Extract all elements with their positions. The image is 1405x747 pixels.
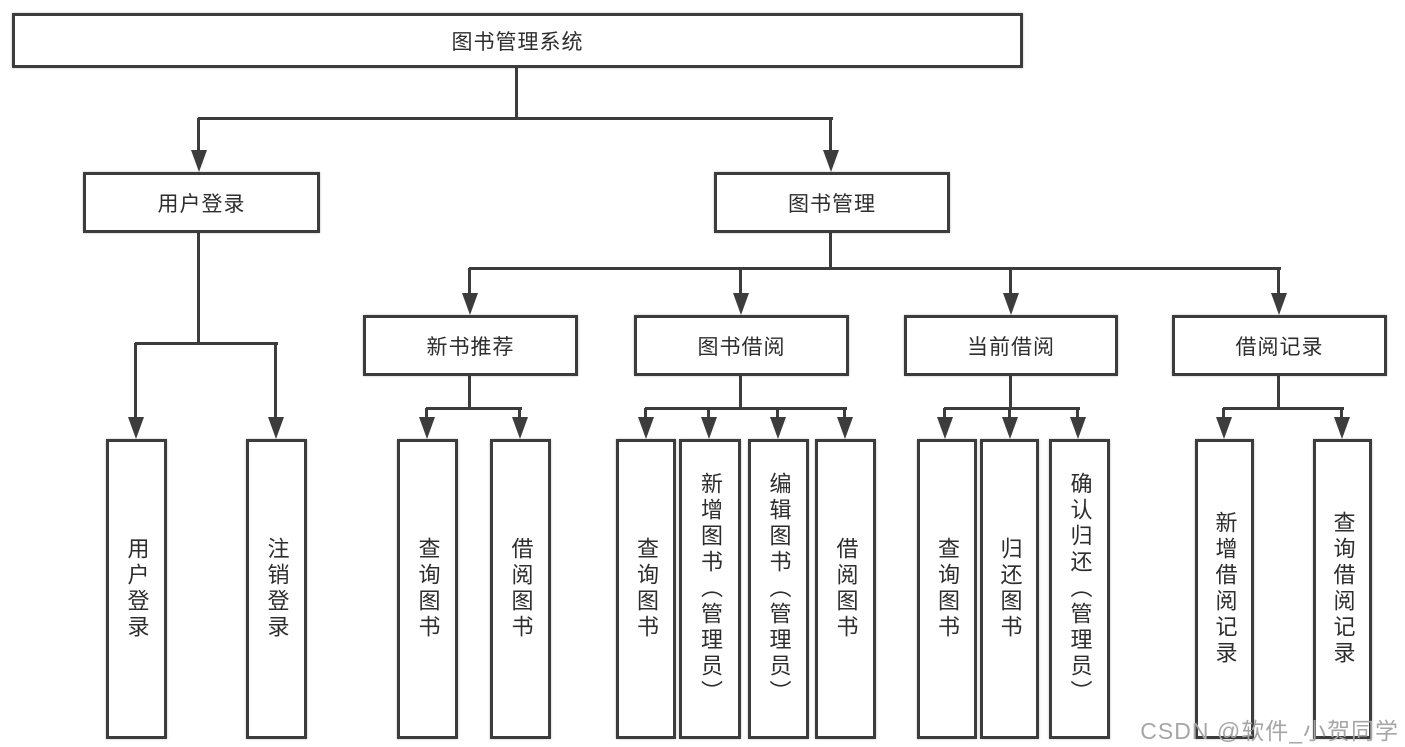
connector-hline [944, 407, 1080, 410]
connector-vline [134, 343, 137, 421]
arrow-down-icon [268, 417, 284, 439]
connector-hline [426, 407, 522, 410]
connector-vline [739, 268, 742, 298]
arrow-down-icon [1334, 417, 1350, 439]
arrow-down-icon [1002, 417, 1018, 439]
connector-vline [707, 408, 710, 421]
connector-vline [1076, 408, 1079, 421]
connector-vline [739, 375, 742, 410]
arrow-down-icon [128, 417, 144, 439]
connector-vline [1277, 268, 1280, 298]
node-leaf-query-borrow-record: 查询借阅记录 [1313, 439, 1372, 739]
arrow-down-icon [701, 417, 717, 439]
connector-vline [829, 232, 832, 270]
node-leaf-borrow-books: 借阅图书 [815, 439, 876, 739]
arrow-down-icon [1003, 293, 1019, 315]
connector-hline [1223, 407, 1344, 410]
connector-vline [1009, 375, 1012, 410]
node-leaf-query-books-recommend: 查询图书 [397, 439, 458, 739]
connector-vline [1008, 408, 1011, 421]
node-current-borrowing: 当前借阅 [904, 315, 1118, 376]
csdn-watermark: CSDN @软件_小贺同学 [1140, 718, 1399, 744]
connector-vline [197, 232, 200, 345]
node-leaf-add-borrow-record: 新增借阅记录 [1195, 439, 1254, 739]
connector-vline [843, 408, 846, 421]
arrow-down-icon [638, 417, 654, 439]
node-book-borrowing: 图书借阅 [634, 315, 849, 376]
arrow-down-icon [823, 150, 839, 172]
arrow-down-icon [462, 293, 478, 315]
arrow-down-icon [1271, 293, 1287, 315]
arrow-down-icon [419, 417, 435, 439]
node-leaf-confirm-return-admin: 确认归还（管理员） [1049, 439, 1110, 739]
connector-hline [135, 342, 278, 345]
arrow-down-icon [937, 417, 953, 439]
node-leaf-add-books-admin: 新增图书（管理员） [679, 439, 741, 739]
connector-vline [943, 408, 946, 421]
node-book-management: 图书管理 [714, 172, 950, 233]
node-user-login: 用户登录 [83, 172, 320, 233]
connector-vline [197, 118, 200, 154]
connector-vline [776, 408, 779, 421]
connector-hline [198, 117, 833, 120]
connector-vline [274, 343, 277, 421]
arrow-down-icon [770, 417, 786, 439]
node-leaf-query-books-current: 查询图书 [917, 439, 977, 739]
arrow-down-icon [1216, 417, 1232, 439]
node-borrowing-records: 借阅记录 [1172, 315, 1387, 376]
node-new-book-recommendation: 新书推荐 [363, 315, 578, 376]
connector-vline [468, 375, 471, 410]
node-leaf-edit-books-admin: 编辑图书（管理员） [748, 439, 809, 739]
arrow-down-icon [191, 150, 207, 172]
connector-hline [645, 407, 847, 410]
connector-vline [829, 118, 832, 154]
connector-vline [1222, 408, 1225, 421]
connector-vline [468, 268, 471, 298]
connector-vline [1277, 375, 1280, 410]
connector-vline [1340, 408, 1343, 421]
arrow-down-icon [837, 417, 853, 439]
connector-vline [1009, 268, 1012, 298]
node-leaf-query-books-borrowing: 查询图书 [616, 439, 676, 739]
connector-vline [644, 408, 647, 421]
connector-vline [515, 68, 518, 120]
node-book-management-system: 图书管理系统 [12, 13, 1023, 68]
node-leaf-borrow-books-recommend: 借阅图书 [490, 439, 551, 739]
connector-vline [425, 408, 428, 421]
node-leaf-user-login: 用户登录 [106, 439, 167, 739]
arrow-down-icon [512, 417, 528, 439]
node-leaf-logout: 注销登录 [246, 439, 307, 739]
node-leaf-return-books: 归还图书 [980, 439, 1039, 739]
connector-hline [469, 267, 1281, 270]
connector-vline [518, 408, 521, 421]
arrow-down-icon [1070, 417, 1086, 439]
arrow-down-icon [733, 293, 749, 315]
